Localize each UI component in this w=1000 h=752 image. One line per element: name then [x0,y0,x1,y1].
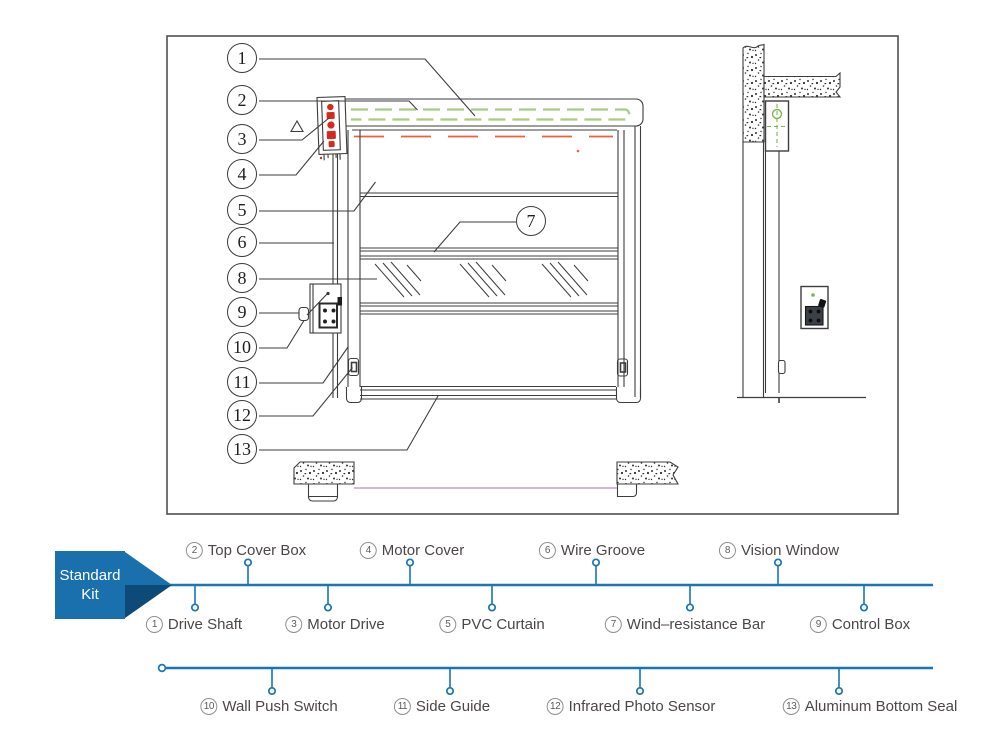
side-guide [764,151,780,393]
roller-dashes [351,108,631,121]
callout-12: 12 [227,400,257,430]
legend-label: Motor Drive [307,616,385,633]
side-switch-box [800,285,829,330]
legend-item-wall-push-switch: 10 Wall Push Switch [200,698,338,715]
side-view [737,43,866,403]
legend-lines [157,558,933,696]
limit-line [319,135,613,160]
photo-sensor-right [616,358,629,377]
callout-11: 11 [227,367,257,397]
callout-8: 8 [227,263,257,293]
legend-num-6: 6 [538,542,556,559]
motor-label-box [316,95,348,161]
legend-num-1: 1 [145,616,163,633]
push-switch-knob [298,306,310,322]
side-photo-sensor [777,359,786,375]
legend-item-top-cover-box: 2 Top Cover Box [185,542,307,559]
legend-item-vision-window: 8 Vision Window [718,542,840,559]
callout-1: 1 [227,43,257,73]
legend-label: Aluminum Bottom Seal [804,698,958,715]
legend-label: Wind–resistance Bar [626,616,766,633]
callout-5: 5 [227,195,257,225]
kit-arrow [125,552,172,618]
side-roller-box [764,100,790,152]
foundation-left [293,461,355,485]
bottom-seal [360,385,616,400]
legend-num-3: 3 [285,616,303,633]
side-wall-arm [763,71,842,98]
legend-num-2: 2 [185,542,203,559]
callout-13: 13 [227,434,257,464]
legend-item-side-guide: 11 Side Guide [393,698,491,715]
legend-item-control-box: 9 Control Box [809,616,911,633]
callout-7: 7 [516,206,546,236]
legend-num-5: 5 [439,616,457,633]
legend-label: Wire Groove [560,542,646,559]
legend-label: Infrared Photo Sensor [568,698,716,715]
legend-item-wind-resistance-bar: 7 Wind–resistance Bar [604,616,766,633]
control-box-front [298,283,342,334]
legend-label: Side Guide [415,698,491,715]
callout-3: 3 [227,124,257,154]
foundation-right [616,461,679,485]
callout-4: 4 [227,159,257,189]
legend-label: Control Box [831,616,911,633]
side-wall-column [742,43,765,143]
legend-num-7: 7 [604,616,622,633]
legend-item-motor-drive: 3 Motor Drive [285,616,385,633]
legend-num-10: 10 [200,698,218,715]
legend-num-4: 4 [359,542,377,559]
leader-lines [259,58,516,451]
legend-num-12: 12 [546,698,564,715]
legend-num-11: 11 [393,698,411,715]
photo-sensor-left [347,357,360,377]
front-view [290,95,644,404]
legend-label: Motor Cover [381,542,465,559]
callout-6: 6 [227,227,257,257]
legend-label: Top Cover Box [207,542,307,559]
legend-label: Drive Shaft [167,616,243,633]
legend-label: Vision Window [740,542,840,559]
legend-num-9: 9 [809,616,827,633]
legend-item-wire-groove: 6 Wire Groove [538,542,646,559]
callout-2: 2 [227,85,257,115]
legend-num-13: 13 [782,698,800,715]
legend-label: PVC Curtain [461,616,545,633]
floor-anchors [293,461,679,502]
legend-item-aluminum-bottom-seal: 13 Aluminum Bottom Seal [782,698,958,715]
warning-triangle-icon [290,119,304,133]
legend-item-infrared-photo-sensor: 12 Infrared Photo Sensor [546,698,716,715]
vision-window-hatch [374,261,589,298]
legend-label: Wall Push Switch [222,698,338,715]
callout-10: 10 [227,332,257,362]
door-rails [360,192,618,315]
legend-item-motor-cover: 4 Motor Cover [359,542,465,559]
callout-9: 9 [227,297,257,327]
door-guides [332,126,642,404]
legend-num-8: 8 [718,542,736,559]
legend-item-drive-shaft: 1 Drive Shaft [145,616,243,633]
legend-item-pvc-curtain: 5 PVC Curtain [439,616,545,633]
standard-kit-badge: Standard Kit [55,551,125,619]
